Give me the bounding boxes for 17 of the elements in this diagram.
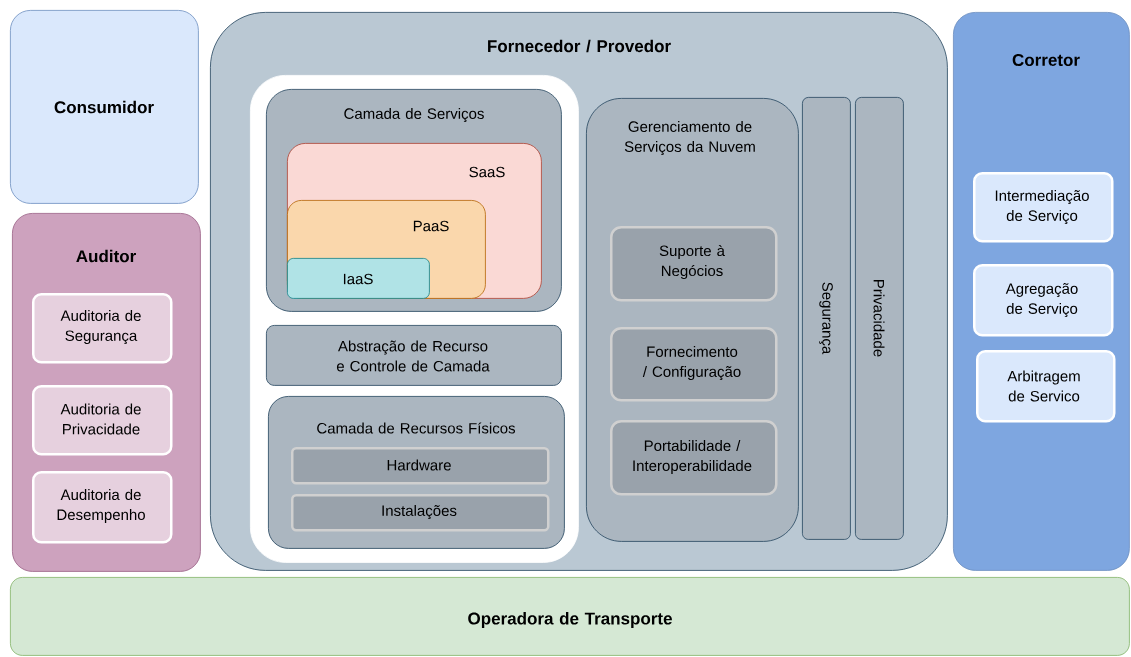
process-box: Fornecimento / Configuração xyxy=(610,327,778,402)
process-box: Auditoria de Segurança xyxy=(32,293,173,364)
actor-box: Consumidor xyxy=(10,10,199,204)
layer-box: Abstração de Recurso e Controle de Camada xyxy=(266,325,562,386)
process-box: Suporte à Negócios xyxy=(610,226,778,302)
process-box: Intermediação de Serviço xyxy=(973,172,1114,243)
process-box: Auditoria de Desempenho xyxy=(32,471,173,544)
vertical-band: Segurança xyxy=(802,97,851,540)
component-box: Hardware xyxy=(291,447,550,485)
process-box: Portabilidade / Interoperabilidade xyxy=(610,420,778,496)
transport-band: Operadora de Transporte xyxy=(10,577,1130,656)
process-box: Arbitragem de Servico xyxy=(976,350,1116,423)
process-box: Auditoria de Privacidade xyxy=(32,385,173,456)
component-box: Instalações xyxy=(291,494,550,532)
process-box: Agregação de Serviço xyxy=(973,264,1114,337)
vertical-band: Privacidade xyxy=(855,97,904,540)
layer-box: IaaS xyxy=(287,258,430,299)
